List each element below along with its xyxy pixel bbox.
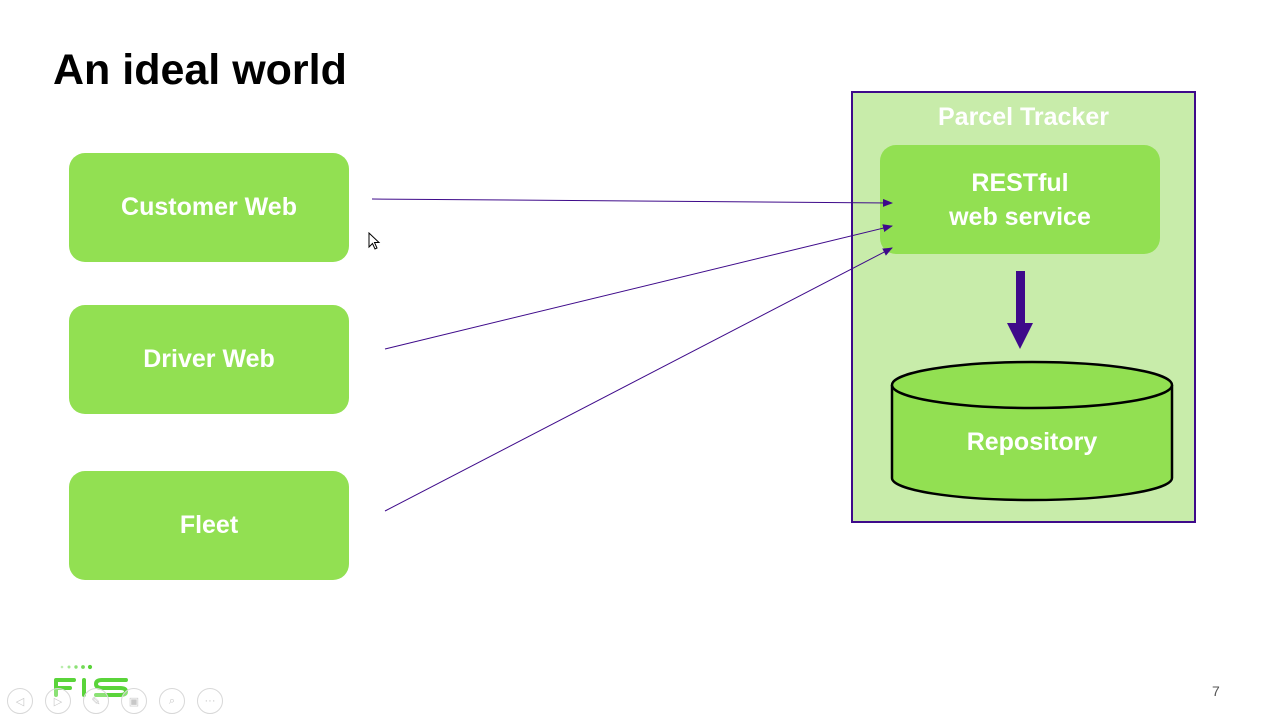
driver-web-label: Driver Web xyxy=(143,345,275,373)
fleet-box: Fleet xyxy=(69,471,349,580)
zoom-button[interactable]: ⌕ xyxy=(159,688,185,714)
next-slide-button[interactable]: ▷ xyxy=(45,688,71,714)
mouse-cursor-icon xyxy=(368,232,381,250)
driver-web-box: Driver Web xyxy=(69,305,349,414)
more-icon: ··· xyxy=(204,695,216,707)
more-options-button[interactable]: ··· xyxy=(197,688,223,714)
slide-number: 7 xyxy=(1212,683,1220,699)
magnifier-icon: ⌕ xyxy=(168,694,176,707)
customer-web-box: Customer Web xyxy=(69,153,349,262)
customer-web-label: Customer Web xyxy=(121,193,297,221)
repository-cylinder xyxy=(890,360,1174,502)
parcel-tracker-title: Parcel Tracker xyxy=(938,103,1109,131)
fleet-label: Fleet xyxy=(179,511,239,539)
pen-icon: ✎ xyxy=(91,695,101,708)
slides-icon: ▣ xyxy=(128,695,140,708)
next-icon: ▷ xyxy=(53,695,63,708)
service-label-line2: web service xyxy=(949,202,1091,231)
service-label-line1: RESTful xyxy=(971,168,1069,197)
previous-slide-button[interactable]: ◁ xyxy=(7,688,33,714)
repository-label: Repository xyxy=(966,428,1098,456)
restful-service-box: RESTful web service xyxy=(880,145,1160,254)
arrow-service-to-repository xyxy=(1007,271,1033,349)
arrow-driver-to-service xyxy=(384,224,893,350)
slide-title: An ideal world xyxy=(53,46,347,94)
arrow-fleet-to-service xyxy=(384,247,893,512)
previous-icon: ◁ xyxy=(15,695,25,708)
pen-tool-button[interactable]: ✎ xyxy=(83,688,109,714)
see-all-slides-button[interactable]: ▣ xyxy=(121,688,147,714)
arrow-customer-to-service xyxy=(371,198,893,207)
